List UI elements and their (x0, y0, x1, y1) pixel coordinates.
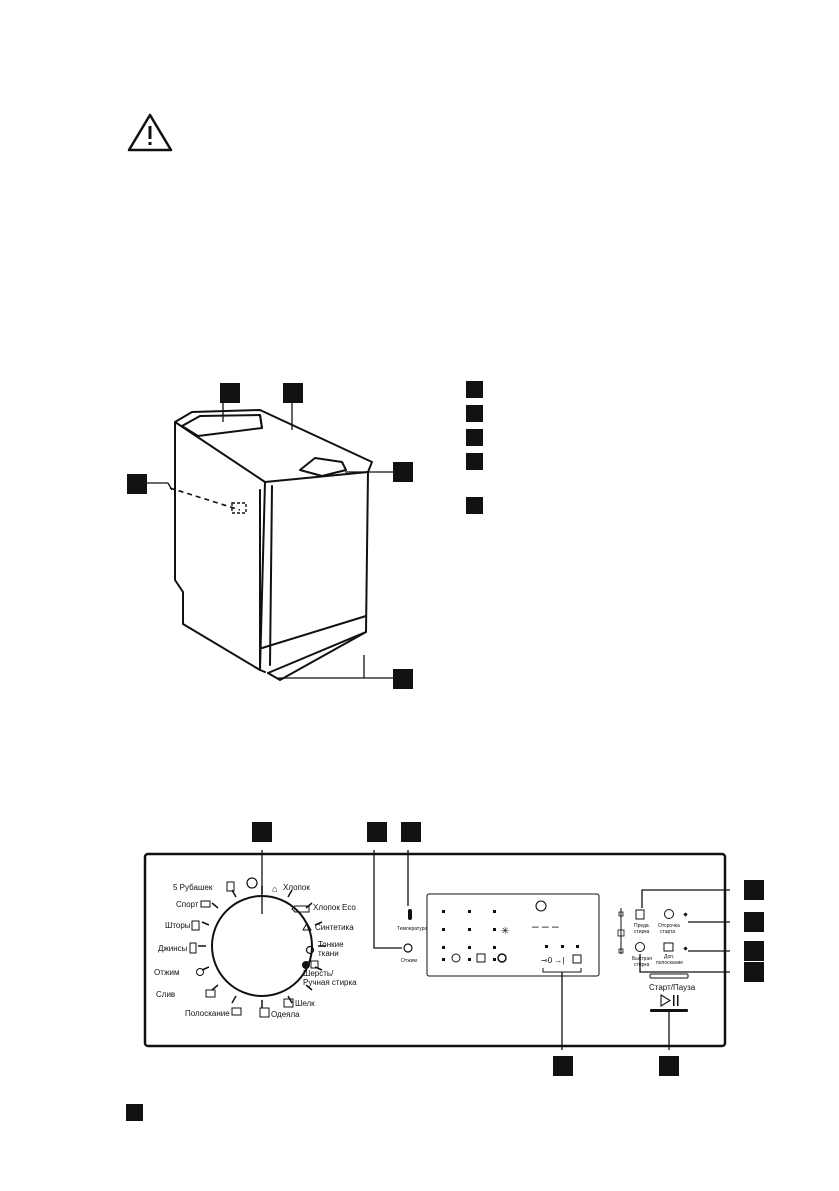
quick-wash-label-2: стирка (634, 962, 650, 968)
cotton-icon: ⌂ (272, 884, 277, 894)
sport-shoe-icon (200, 900, 211, 908)
quick-wash-icon[interactable] (635, 942, 645, 952)
program-silk[interactable]: Шелк (295, 999, 315, 1008)
silk-icon (283, 998, 294, 1008)
drain-icon (205, 989, 216, 998)
display-digits: – – – (532, 919, 559, 933)
program-wool-1[interactable]: Шерсть/ (303, 969, 334, 978)
extra-rinse-label-1: Доп. (664, 954, 674, 960)
small-square-icon-3 (618, 948, 624, 954)
legend-box-1 (466, 381, 483, 398)
callout-badge-4 (127, 474, 147, 494)
program-spin[interactable]: Отжим (154, 968, 179, 977)
no-spin-icon (451, 953, 461, 963)
warning-triangle-icon (127, 113, 173, 152)
program-drain[interactable]: Слив (156, 990, 175, 999)
program-delicates-2: ткани (318, 949, 339, 958)
panel-badge-3 (401, 822, 421, 842)
spin-program-icon (196, 968, 204, 976)
duvet-icon (259, 1007, 270, 1018)
thermometer-icon[interactable] (408, 909, 412, 920)
callout-badge-5 (393, 669, 413, 689)
start-pause-bottom-bar[interactable] (650, 1009, 688, 1012)
control-panel: 5 Рубашек ⌂ Хлопок Спорт Хлопок Eco Штор… (143, 850, 730, 1050)
panel-badge-8 (553, 1056, 573, 1076)
rinse-icon (231, 1007, 242, 1016)
night-icon (497, 953, 507, 963)
cold-wash-icon: ✳ (501, 926, 509, 937)
legend-box-2 (466, 405, 483, 422)
legend-box-5 (466, 497, 483, 514)
spin-icon[interactable] (403, 943, 413, 953)
prewash-label-1: Предв. (634, 923, 650, 929)
shirt-icon (226, 881, 235, 892)
program-synthetics[interactable]: Синтетика (315, 923, 354, 932)
door-locked-icon (572, 954, 582, 964)
small-square-icon-2 (617, 929, 625, 937)
program-duvets[interactable]: Одеяла (271, 1010, 300, 1019)
program-delicates-1[interactable]: Тонкие (318, 940, 344, 949)
start-pause-label: Старт/Пауза (649, 983, 696, 992)
panel-badge-2 (367, 822, 387, 842)
program-shirts[interactable]: 5 Рубашек (173, 883, 213, 892)
legend-box-4 (466, 453, 483, 470)
callout-badge-2 (283, 383, 303, 403)
quick-wash-label-1: Быстрая (632, 956, 652, 962)
spin-button-label: Отжим (401, 958, 417, 964)
jeans-icon (189, 942, 197, 954)
program-sport[interactable]: Спорт (176, 900, 199, 909)
rinse-hold-icon (476, 953, 486, 963)
delay-start-icon[interactable] (664, 909, 674, 919)
delay-label-2: старта (660, 929, 675, 935)
small-square-icon-1 (618, 911, 624, 917)
cotton-eco-icon (291, 905, 310, 913)
prewash-label-2: стирка (634, 929, 650, 935)
wool-icon (310, 960, 319, 969)
program-jeans[interactable]: Джинсы (158, 944, 188, 953)
extra-rinse-label-2: полоскание (656, 960, 683, 966)
panel-badge-9 (659, 1056, 679, 1076)
callout-badge-1 (220, 383, 240, 403)
extra-rinse-icon[interactable] (663, 942, 674, 952)
synthetics-icon (302, 921, 312, 931)
dial-indicator-dot (246, 877, 258, 889)
delicates-icon (305, 945, 315, 955)
prewash-icon[interactable] (635, 909, 645, 920)
program-wool-2: Ручная стирка (303, 978, 357, 987)
start-pause-top-bar (649, 973, 689, 979)
door-lock-icons: ⊸0 →| (541, 956, 564, 965)
callout-badge-3 (393, 462, 413, 482)
panel-badge-6 (744, 941, 764, 961)
panel-legend-box-1 (126, 1104, 143, 1121)
display-panel (426, 893, 600, 977)
play-pause-icon[interactable] (660, 994, 672, 1007)
washing-machine-illustration (146, 392, 395, 681)
program-rinse[interactable]: Полоскание (185, 1009, 230, 1018)
panel-badge-5 (744, 912, 764, 932)
curtain-icon (191, 920, 200, 931)
panel-badge-4 (744, 880, 764, 900)
panel-badge-1 (252, 822, 272, 842)
panel-badge-7 (744, 962, 764, 982)
clock-icon (535, 900, 547, 912)
program-curtains[interactable]: Шторы (165, 921, 191, 930)
legend-box-3 (466, 429, 483, 446)
program-cotton-eco[interactable]: Хлопок Eco (313, 903, 356, 912)
program-cotton[interactable]: Хлопок (283, 883, 310, 892)
wool-ball-icon (302, 961, 310, 969)
temperature-label: Температура (397, 926, 428, 932)
delay-label-1: Отсрочка (658, 923, 680, 929)
